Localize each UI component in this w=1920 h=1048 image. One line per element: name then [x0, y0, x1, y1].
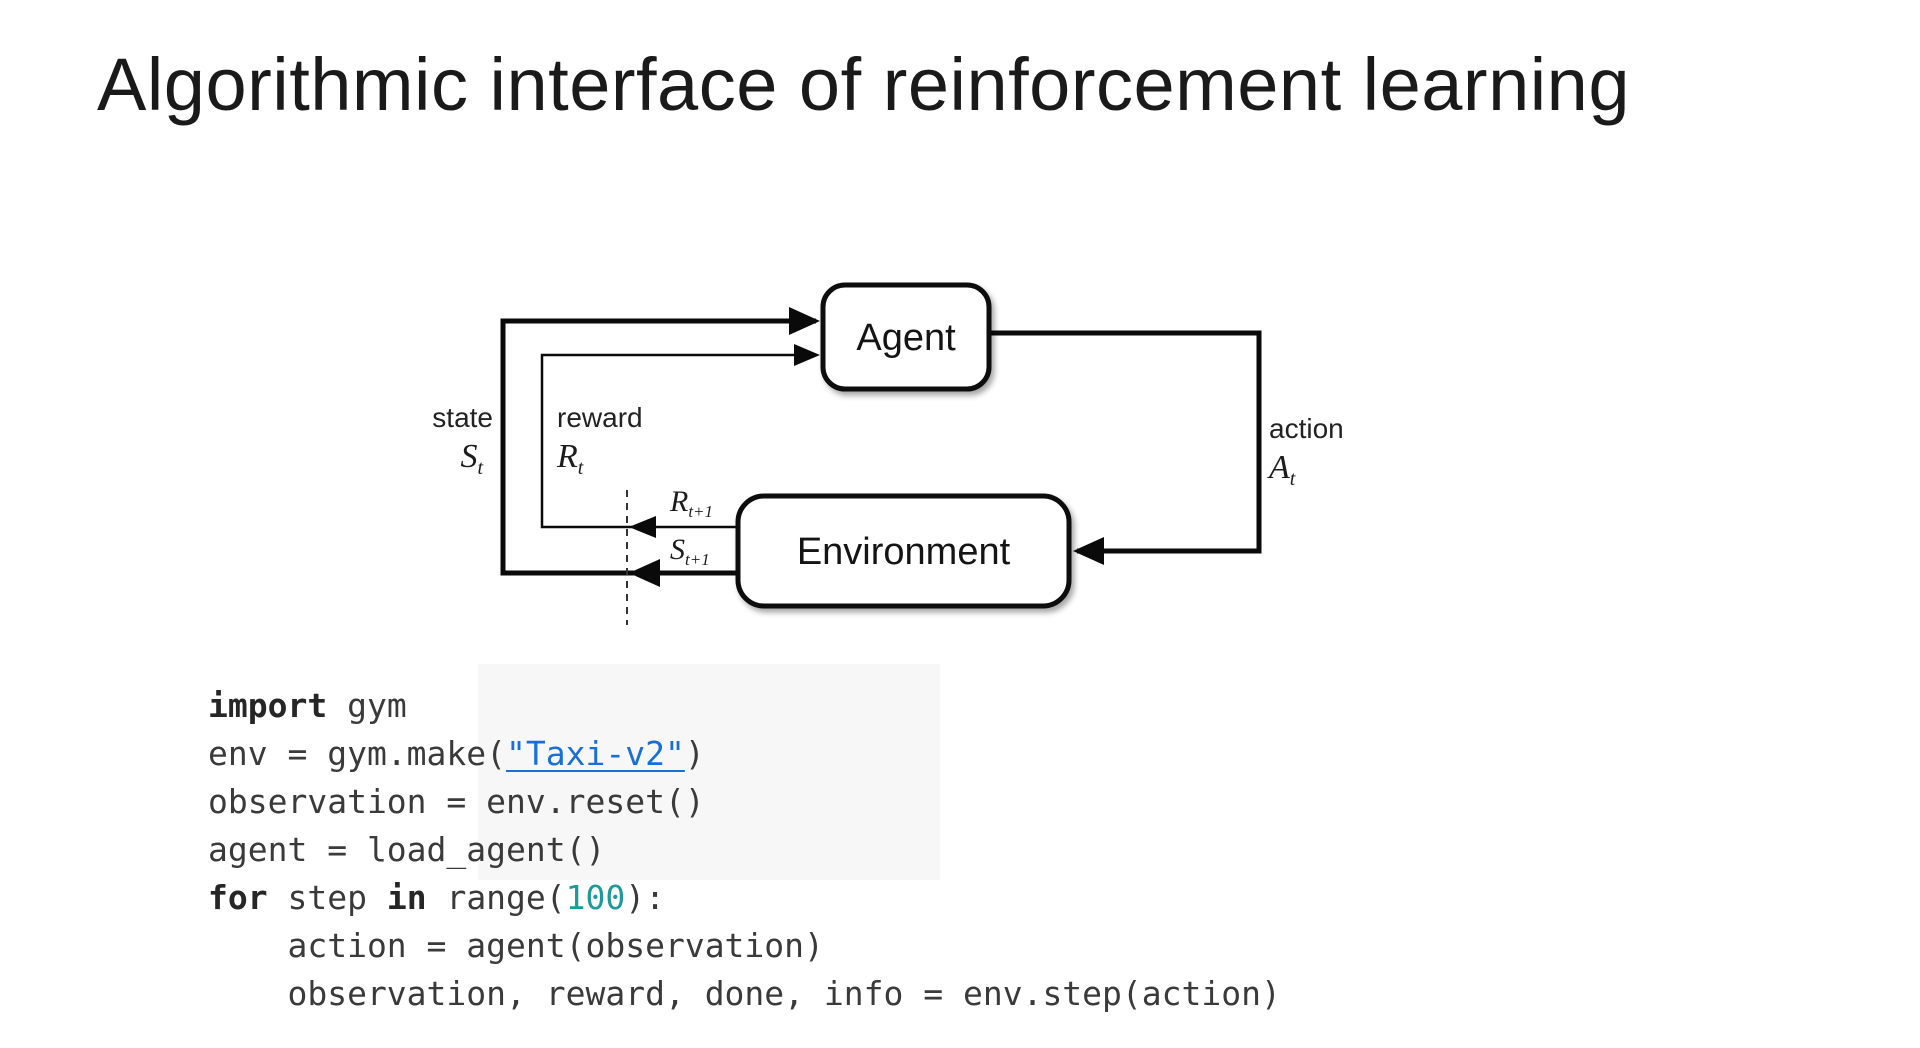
code-token: in — [386, 878, 427, 917]
reward-word-label: reward — [557, 402, 643, 433]
code-token: ): — [625, 878, 666, 917]
code-token: action = agent(observation) — [208, 926, 824, 965]
code-line: observation = env.reset() — [208, 778, 1281, 826]
state-flow-line — [500, 318, 816, 576]
reward-next-arrowhead — [629, 516, 656, 538]
state-symbol: St — [460, 438, 483, 479]
code-token: for — [208, 878, 268, 917]
code-token: agent = load_agent() — [208, 830, 606, 869]
code-line: env = gym.make("Taxi-v2") — [208, 730, 1281, 778]
state-next-arrowhead — [629, 559, 660, 587]
code-token: import — [208, 686, 328, 725]
code-token: ) — [684, 734, 705, 773]
state-word-label: state — [432, 402, 493, 433]
code-token: observation, reward, done, info = env.st… — [208, 974, 1281, 1013]
code-token: observation = env.reset() — [208, 782, 705, 821]
reward-symbol: Rt — [557, 438, 584, 479]
code-line: for step in range(100): — [208, 874, 1281, 922]
action-flow-line — [986, 330, 1262, 554]
code-line: import gym — [208, 682, 1281, 730]
reward-next-symbol: Rt+1 — [670, 485, 714, 521]
agent-box-label: Agent — [856, 317, 956, 359]
code-line: agent = load_agent() — [208, 826, 1281, 874]
taxi-v2-link[interactable]: "Taxi-v2" — [506, 734, 685, 773]
reward-arrowhead — [794, 344, 820, 366]
code-token: env = gym.make( — [208, 734, 507, 773]
environment-box — [735, 493, 1072, 609]
agent-box — [820, 282, 992, 392]
action-symbol: At — [1269, 449, 1296, 490]
state-arrowhead — [789, 307, 820, 335]
code-token: 100 — [565, 878, 626, 917]
action-word-label: action — [1269, 413, 1344, 444]
state-next-symbol: St+1 — [670, 533, 710, 569]
code-token: range( — [426, 878, 566, 917]
code-token: gym — [327, 686, 407, 725]
code-line: action = agent(observation) — [208, 922, 1281, 970]
code-line: observation, reward, done, info = env.st… — [208, 970, 1281, 1018]
slide-title: Algorithmic interface of reinforcement l… — [97, 43, 1630, 126]
code-image-backdrop — [478, 664, 940, 880]
code-token: step — [267, 878, 387, 917]
environment-box-label: Environment — [796, 531, 1011, 573]
action-arrowhead — [1073, 537, 1104, 565]
